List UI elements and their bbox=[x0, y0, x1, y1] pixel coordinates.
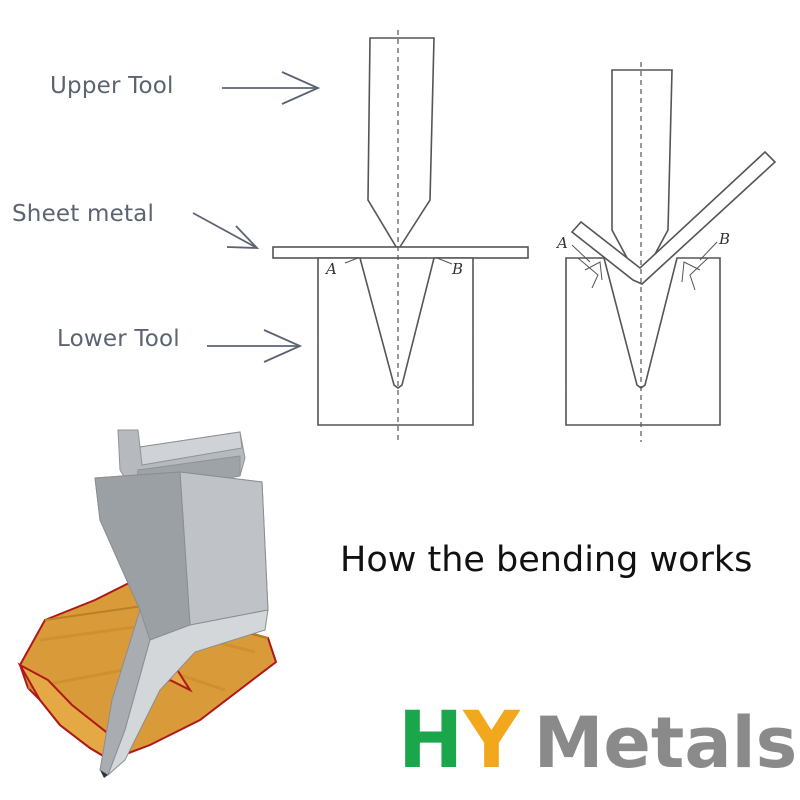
logo-letter-h: H bbox=[398, 696, 464, 786]
sheet-metal-bent bbox=[570, 150, 777, 285]
right-diagram bbox=[565, 62, 777, 442]
point-a-left: A bbox=[326, 260, 337, 278]
sheet-metal-arrow bbox=[192, 212, 260, 249]
logo-word-metals: Metals bbox=[533, 702, 798, 784]
upper-tool-punch bbox=[367, 37, 435, 252]
logo-letter-y: Y bbox=[463, 696, 520, 786]
label-arrows bbox=[192, 71, 321, 363]
point-a-right: A bbox=[557, 234, 568, 252]
point-b-left: B bbox=[452, 260, 464, 278]
lower-tool-label: Lower Tool bbox=[57, 326, 180, 352]
sheet-metal-label: Sheet metal bbox=[12, 201, 155, 227]
upper-tool-label: Upper Tool bbox=[50, 73, 174, 99]
lower-tool-arrow bbox=[207, 329, 303, 363]
caption: How the bending works bbox=[340, 540, 753, 580]
lower-tool-die-2 bbox=[565, 257, 721, 426]
lower-tool-die bbox=[317, 257, 474, 426]
sheet-metal-flat bbox=[272, 246, 529, 259]
point-b-right: B bbox=[719, 230, 731, 248]
left-diagram bbox=[272, 30, 529, 442]
upper-tool-arrow bbox=[222, 71, 321, 105]
press-brake-illustration bbox=[17, 429, 278, 778]
